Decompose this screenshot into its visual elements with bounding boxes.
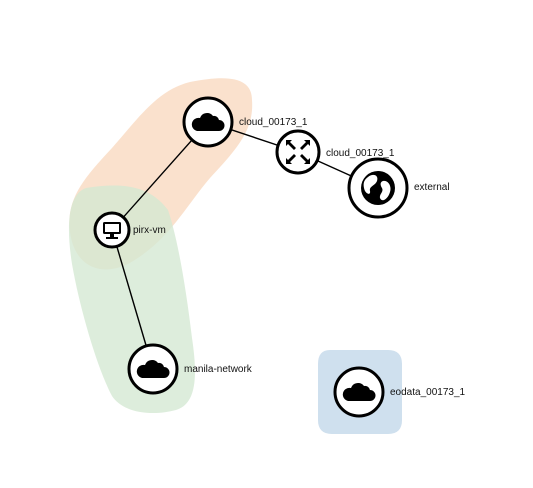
node-manila-network[interactable]: manila-network [127, 343, 253, 395]
cloud-icon [342, 383, 376, 402]
node-eodata-network[interactable]: eodata_00173_1 [333, 366, 466, 418]
router-icon [286, 140, 310, 164]
node-label-cloud-network: cloud_00173_1 [239, 117, 308, 128]
node-external[interactable]: external [347, 157, 450, 219]
monitor-icon [103, 222, 121, 239]
node-label-pirx-vm: pirx-vm [133, 225, 166, 236]
node-cloud-network[interactable]: cloud_00173_1 [182, 96, 308, 148]
globe-icon [361, 171, 395, 205]
node-router[interactable]: cloud_00173_1 [275, 129, 395, 175]
node-label-external: external [414, 182, 450, 193]
node-pirx-vm[interactable]: pirx-vm [93, 211, 166, 249]
node-label-manila-network: manila-network [184, 364, 253, 375]
node-label-router: cloud_00173_1 [326, 148, 395, 159]
node-label-eodata-network: eodata_00173_1 [390, 387, 466, 398]
cloud-icon [191, 113, 225, 131]
cloud-icon [136, 360, 170, 378]
